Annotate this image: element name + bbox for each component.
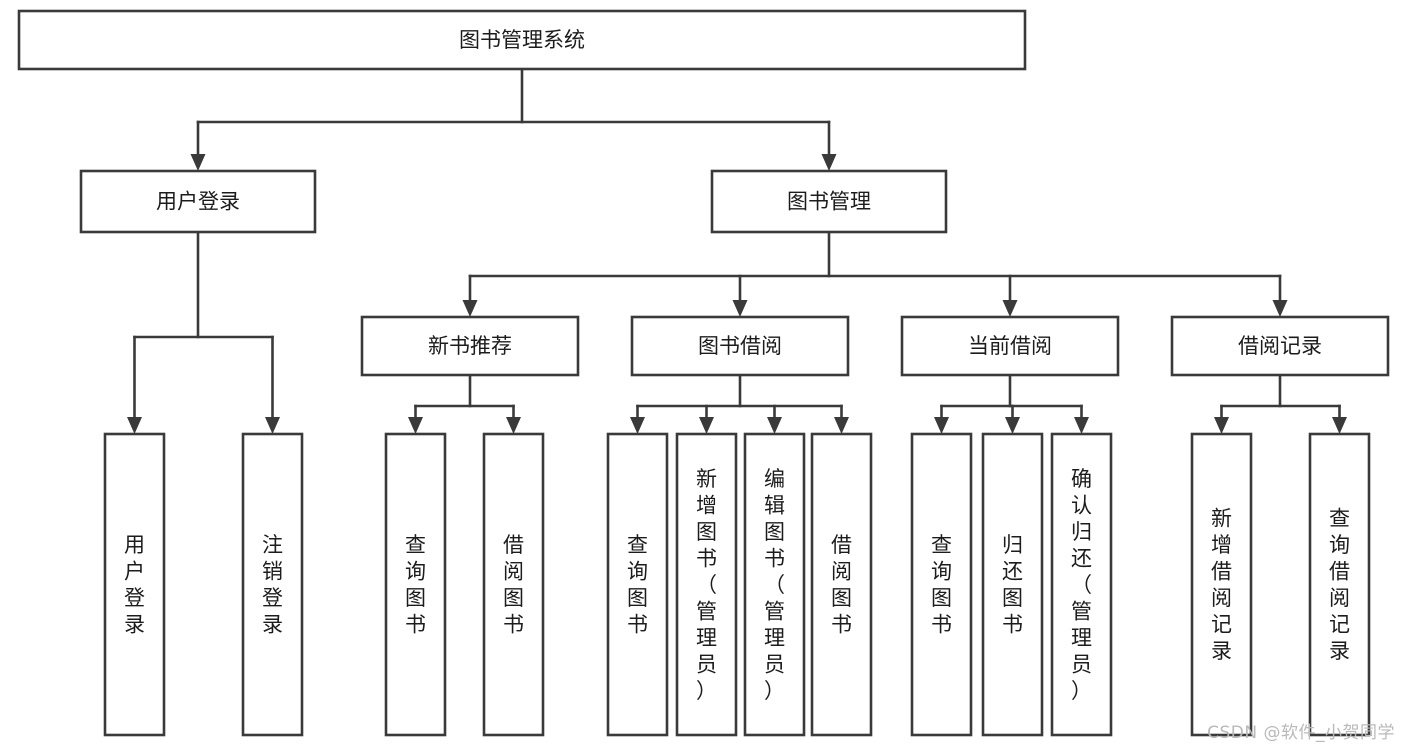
- arrow-head-icon: [834, 417, 849, 434]
- node-label-leaf-edit-book-admin: 编辑图书（管理员）: [764, 467, 785, 703]
- arrow-head-icon: [1272, 300, 1288, 317]
- node-root[interactable]: 图书管理系统: [17, 9, 1027, 71]
- node-label-leaf-query-book-current: 查询图书: [931, 533, 952, 637]
- arrow-head-icon: [732, 300, 748, 317]
- node-box-new-book-recommend[interactable]: [360, 315, 580, 377]
- arrow-head-icon: [265, 417, 280, 434]
- node-box-leaf-confirm-return-admin[interactable]: [1050, 432, 1113, 737]
- node-box-leaf-edit-book-admin[interactable]: [743, 432, 806, 737]
- edge-layer: [127, 67, 1347, 434]
- node-box-leaf-query-borrow-record[interactable]: [1308, 432, 1371, 737]
- node-label-root: 图书管理系统: [459, 28, 585, 52]
- node-box-leaf-add-book-admin[interactable]: [675, 432, 738, 737]
- arrow-head-icon: [506, 417, 521, 434]
- node-user-login[interactable]: 用户登录: [79, 169, 317, 234]
- node-leaf-query-borrow-record[interactable]: 查询借阅记录: [1308, 432, 1371, 737]
- node-label-leaf-borrow-book-rec: 借阅图书: [503, 533, 524, 637]
- arrow-head-icon: [934, 417, 949, 434]
- arrow-head-icon: [1005, 417, 1020, 434]
- node-box-user-login[interactable]: [79, 169, 317, 234]
- node-label-leaf-query-book-borrow: 查询图书: [627, 533, 648, 637]
- node-label-leaf-logout: 注销登录: [262, 533, 283, 637]
- node-label-leaf-add-borrow-record: 新增借阅记录: [1211, 507, 1232, 664]
- node-leaf-borrow-book[interactable]: 借阅图书: [810, 432, 873, 737]
- arrow-head-icon: [408, 417, 423, 434]
- node-leaf-query-book-borrow[interactable]: 查询图书: [606, 432, 669, 737]
- node-leaf-edit-book-admin[interactable]: 编辑图书（管理员）: [743, 432, 806, 737]
- arrow-head-icon: [1074, 417, 1089, 434]
- node-leaf-user-login[interactable]: 用户登录: [103, 432, 166, 737]
- node-borrow-record[interactable]: 借阅记录: [1170, 315, 1390, 377]
- node-box-current-borrow[interactable]: [900, 315, 1120, 377]
- node-book-borrow[interactable]: 图书借阅: [630, 315, 850, 377]
- node-leaf-logout[interactable]: 注销登录: [241, 432, 304, 737]
- arrow-head-icon: [1002, 300, 1018, 317]
- arrow-head-icon: [190, 154, 206, 171]
- arrow-head-icon: [1214, 417, 1229, 434]
- node-leaf-query-book-current[interactable]: 查询图书: [910, 432, 973, 737]
- node-label-leaf-user-login: 用户登录: [124, 533, 145, 637]
- node-label-borrow-record: 借阅记录: [1238, 334, 1322, 358]
- node-book-manage[interactable]: 图书管理: [710, 169, 948, 234]
- node-box-leaf-borrow-book[interactable]: [810, 432, 873, 737]
- node-label-leaf-query-borrow-record: 查询借阅记录: [1329, 507, 1350, 664]
- edge-group-user-login: [127, 230, 280, 434]
- node-leaf-add-borrow-record[interactable]: 新增借阅记录: [1190, 432, 1253, 737]
- node-leaf-borrow-book-rec[interactable]: 借阅图书: [482, 432, 545, 737]
- node-label-leaf-borrow-book: 借阅图书: [831, 533, 852, 637]
- node-leaf-confirm-return-admin[interactable]: 确认归还（管理员）: [1050, 432, 1113, 737]
- edge-group-borrow-record: [1214, 373, 1347, 434]
- edge-group-current-borrow: [934, 373, 1089, 434]
- node-box-leaf-query-book-borrow[interactable]: [606, 432, 669, 737]
- node-leaf-add-book-admin[interactable]: 新增图书（管理员）: [675, 432, 738, 737]
- node-box-borrow-record[interactable]: [1170, 315, 1390, 377]
- arrow-head-icon: [462, 300, 478, 317]
- node-label-book-borrow: 图书借阅: [698, 334, 782, 358]
- node-current-borrow[interactable]: 当前借阅: [900, 315, 1120, 377]
- node-box-leaf-add-borrow-record[interactable]: [1190, 432, 1253, 737]
- edge-group-book-borrow: [630, 373, 849, 434]
- node-new-book-recommend[interactable]: 新书推荐: [360, 315, 580, 377]
- edge-group-new-book-recommend: [408, 373, 521, 434]
- node-box-leaf-query-book-current[interactable]: [910, 432, 973, 737]
- edge-group-book-manage: [462, 230, 1288, 317]
- arrow-head-icon: [1332, 417, 1347, 434]
- node-label-current-borrow: 当前借阅: [968, 334, 1052, 358]
- arrow-head-icon: [630, 417, 645, 434]
- arrow-head-icon: [821, 154, 837, 171]
- node-box-book-borrow[interactable]: [630, 315, 850, 377]
- node-box-leaf-logout[interactable]: [241, 432, 304, 737]
- node-label-leaf-add-book-admin: 新增图书（管理员）: [696, 467, 717, 703]
- node-label-new-book-recommend: 新书推荐: [428, 334, 512, 358]
- node-box-leaf-borrow-book-rec[interactable]: [482, 432, 545, 737]
- arrow-head-icon: [127, 417, 142, 434]
- edge-group-root: [190, 67, 837, 171]
- node-leaf-query-book-rec[interactable]: 查询图书: [384, 432, 447, 737]
- arrow-head-icon: [699, 417, 714, 434]
- arrow-head-icon: [767, 417, 782, 434]
- node-box-root[interactable]: [17, 9, 1027, 71]
- node-box-leaf-user-login[interactable]: [103, 432, 166, 737]
- node-box-book-manage[interactable]: [710, 169, 948, 234]
- node-label-leaf-confirm-return-admin: 确认归还（管理员）: [1071, 467, 1092, 703]
- node-label-book-manage: 图书管理: [787, 190, 871, 214]
- node-leaf-return-book[interactable]: 归还图书: [981, 432, 1044, 737]
- node-label-leaf-return-book: 归还图书: [1002, 533, 1023, 637]
- node-label-user-login: 用户登录: [156, 190, 240, 214]
- node-box-leaf-return-book[interactable]: [981, 432, 1044, 737]
- node-label-leaf-query-book-rec: 查询图书: [405, 533, 426, 637]
- node-layer: 图书管理系统用户登录图书管理新书推荐图书借阅当前借阅借阅记录用户登录注销登录查询…: [17, 9, 1390, 737]
- node-box-leaf-query-book-rec[interactable]: [384, 432, 447, 737]
